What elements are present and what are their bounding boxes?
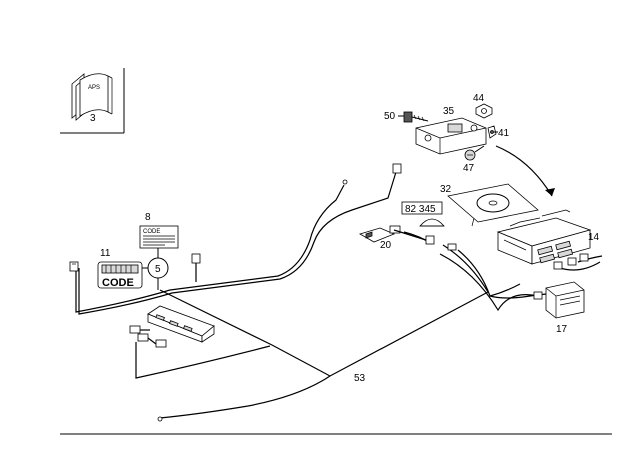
callout-32: 32 xyxy=(440,184,452,195)
code-card-header: CODE xyxy=(143,229,160,235)
code-card: CODE xyxy=(139,225,179,249)
callout-8: 8 xyxy=(145,212,151,223)
screw xyxy=(464,145,485,161)
connector-top xyxy=(392,163,402,174)
callout-41: 41 xyxy=(498,128,510,139)
manual-inset-frame xyxy=(60,68,125,134)
callout-3: 3 xyxy=(90,113,96,124)
radio-code-plate: CODE xyxy=(97,261,143,289)
reference-circle xyxy=(142,248,169,290)
assembly-arrow xyxy=(495,145,555,197)
callout-35: 35 xyxy=(443,106,455,117)
hex-nut xyxy=(475,103,493,119)
manual-book-icon: APS xyxy=(71,73,113,121)
callout-11: 11 xyxy=(100,248,111,259)
plug-cluster xyxy=(129,325,167,348)
nav-plugs xyxy=(553,253,589,270)
connector-left xyxy=(69,261,79,272)
callout-20: 20 xyxy=(380,240,392,251)
bolt xyxy=(398,111,429,123)
callout-47: 47 xyxy=(463,163,475,174)
callout-53: 53 xyxy=(354,373,366,384)
antenna-adapter xyxy=(358,225,457,251)
clip xyxy=(487,125,498,139)
control-module xyxy=(533,281,585,319)
callout-50: 50 xyxy=(384,111,396,122)
manual-cover-text: APS xyxy=(88,85,100,91)
cd-disc-plate xyxy=(447,183,539,227)
radio-code-text: CODE xyxy=(102,277,134,289)
callout-5: 5 xyxy=(155,264,161,275)
callout-44: 44 xyxy=(473,93,485,104)
part-number-label: 82 345 xyxy=(405,204,436,215)
dome-antenna xyxy=(419,218,445,227)
navigation-unit xyxy=(496,209,592,265)
callout-17: 17 xyxy=(556,324,568,335)
callout-14: 14 xyxy=(588,232,600,243)
receiver-module xyxy=(147,305,215,343)
part-number-box xyxy=(401,201,443,215)
connector-tip xyxy=(157,179,348,422)
connector-mid xyxy=(191,253,201,264)
mounting-bracket xyxy=(415,117,487,155)
